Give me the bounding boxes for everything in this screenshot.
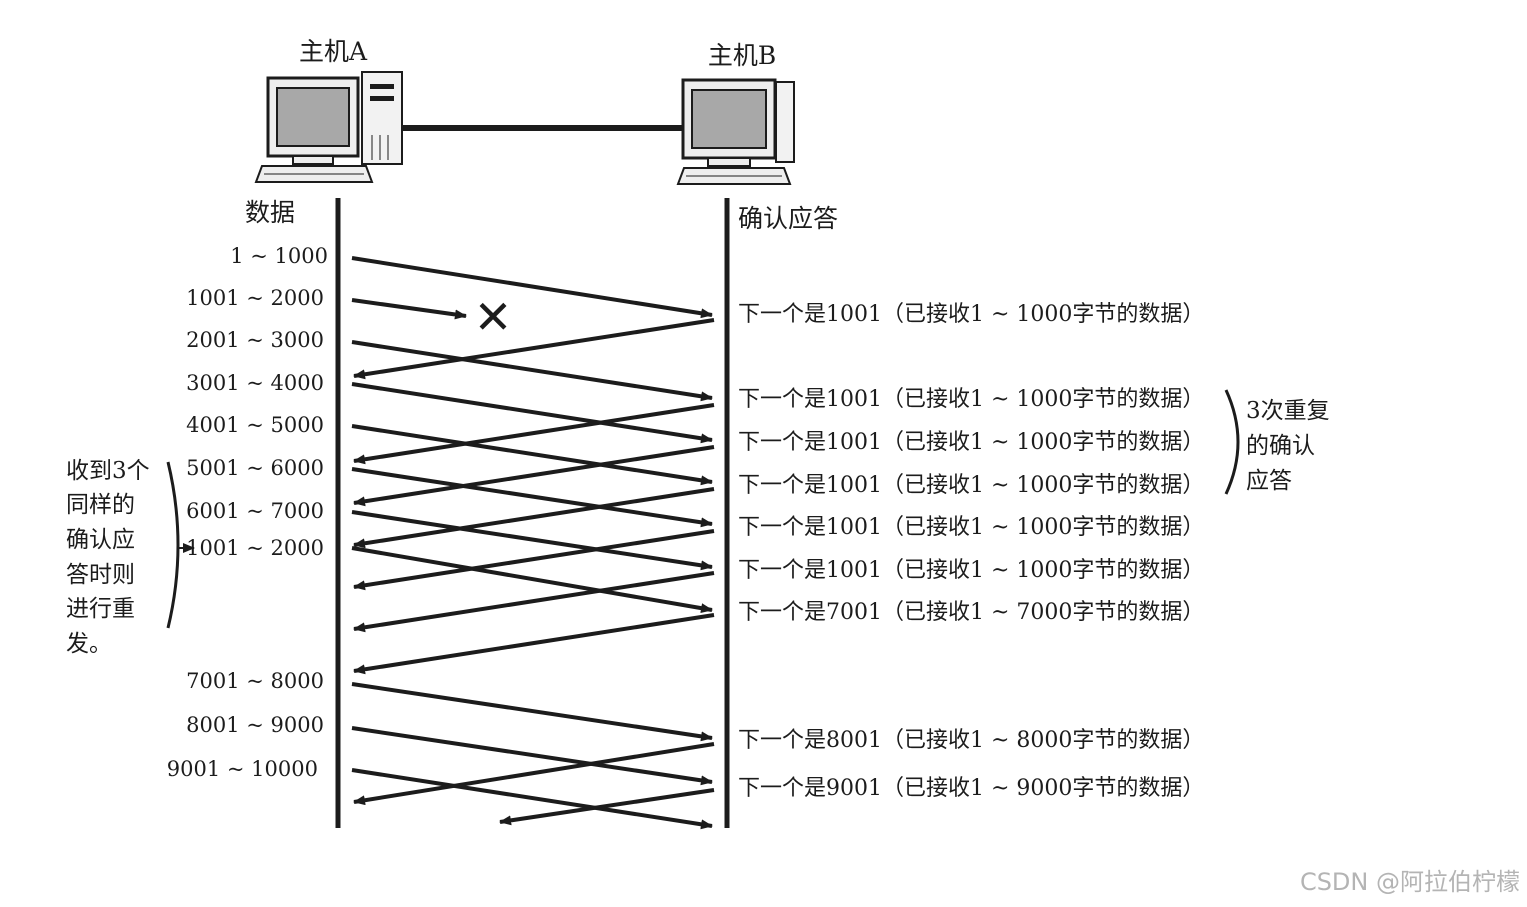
data-arrow — [351, 382, 713, 444]
ack-label: 下一个是1001（已接收1 ~ 1000字节的数据） — [738, 558, 1204, 583]
data-label: 8001 ~ 9000 — [186, 713, 324, 737]
data-label: 6001 ~ 7000 — [186, 499, 324, 523]
data-arrows — [351, 256, 713, 830]
ack-arrow — [353, 742, 715, 806]
data-labels: 1 ~ 1000 1001 ~ 2000 2001 ~ 3000 3001 ~ … — [167, 244, 328, 781]
host-a-computer-icon — [254, 71, 403, 183]
data-label-retransmit: 1001 ~ 2000 — [186, 536, 324, 560]
ack-column-header: 确认应答 — [738, 204, 838, 233]
note-line: 3次重复 — [1246, 398, 1330, 424]
ack-arrow — [353, 318, 715, 380]
note-line: 发。 — [66, 631, 112, 657]
data-label: 5001 ~ 6000 — [186, 456, 324, 480]
lost-packet-x-icon: ✕ — [474, 290, 513, 344]
note-line: 同样的 — [66, 492, 135, 518]
data-label: 1 ~ 1000 — [230, 244, 328, 268]
ack-arrow — [353, 445, 715, 507]
data-arrow — [351, 424, 713, 486]
duplicate-ack-note: 3次重复 的确认 应答 — [1224, 389, 1330, 495]
data-arrow — [351, 340, 713, 402]
note-line: 应答 — [1246, 468, 1292, 494]
ack-arrow — [353, 487, 715, 549]
data-label: 9001 ~ 10000 — [167, 757, 318, 781]
ack-label: 下一个是1001（已接收1 ~ 1000字节的数据） — [738, 473, 1204, 498]
ack-label: 下一个是7001（已接收1 ~ 7000字节的数据） — [738, 600, 1204, 625]
note-line: 进行重 — [66, 596, 135, 622]
note-line: 收到3个 — [66, 458, 150, 484]
data-label: 4001 ~ 5000 — [186, 413, 324, 437]
ack-label: 下一个是1001（已接收1 ~ 1000字节的数据） — [738, 387, 1204, 412]
lost-data-arrow — [351, 298, 467, 320]
data-label: 1001 ~ 2000 — [186, 286, 324, 310]
ack-arrow — [353, 403, 715, 465]
ack-arrows — [353, 318, 715, 826]
data-label: 3001 ~ 4000 — [186, 371, 324, 395]
data-label: 2001 ~ 3000 — [186, 328, 324, 352]
data-arrow — [351, 467, 713, 528]
retransmit-arrow — [351, 546, 713, 614]
data-arrow — [351, 510, 713, 571]
ack-arrow — [353, 529, 715, 591]
ack-arrow — [499, 788, 715, 826]
ack-label: 下一个是1001（已接收1 ~ 1000字节的数据） — [738, 515, 1204, 540]
retransmit-note: 收到3个 同样的 确认应 答时则 进行重 发。 — [66, 458, 195, 657]
watermark-text: CSDN @阿拉伯柠檬 — [1300, 868, 1520, 896]
data-arrow — [351, 256, 713, 319]
ack-label: 下一个是1001（已接收1 ~ 1000字节的数据） — [738, 302, 1204, 327]
ack-label: 下一个是8001（已接收1 ~ 8000字节的数据） — [738, 728, 1204, 753]
host-a-label: 主机A — [299, 37, 368, 66]
note-line: 答时则 — [66, 562, 135, 588]
host-b-label: 主机B — [708, 41, 776, 70]
data-column-header: 数据 — [245, 198, 295, 227]
ack-label: 下一个是9001（已接收1 ~ 9000字节的数据） — [738, 776, 1204, 801]
ack-arrow — [353, 613, 715, 675]
host-b-computer-icon — [676, 78, 795, 185]
left-note-bracket — [166, 461, 180, 629]
right-note-bracket — [1224, 389, 1240, 495]
data-label: 7001 ~ 8000 — [186, 669, 324, 693]
data-arrow — [351, 726, 713, 786]
ack-arrow — [353, 571, 715, 633]
data-arrow — [351, 682, 713, 742]
note-line: 确认应 — [66, 527, 135, 553]
ack-label: 下一个是1001（已接收1 ~ 1000字节的数据） — [738, 430, 1204, 455]
ack-labels: 下一个是1001（已接收1 ~ 1000字节的数据） 下一个是1001（已接收1… — [738, 302, 1204, 801]
data-arrow — [351, 768, 713, 830]
note-line: 的确认 — [1246, 433, 1315, 459]
